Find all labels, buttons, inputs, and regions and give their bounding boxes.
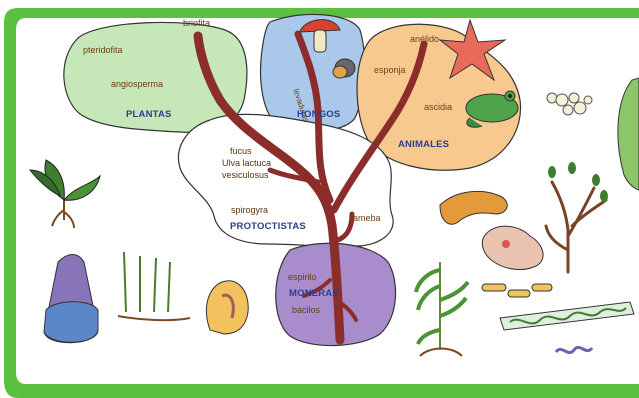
label-esponja: esponja <box>374 66 406 75</box>
group-protoctistas: PROTOCTISTAS <box>230 222 306 232</box>
label-ascidia: ascidia <box>424 103 452 112</box>
label-pteridofita: pteridofita <box>83 46 123 55</box>
group-moneras: MONERAS <box>289 289 339 299</box>
label-espirilo: espirilo <box>288 273 317 282</box>
label-anelido: anélido <box>410 35 439 44</box>
ascidian-icon <box>206 281 248 334</box>
label-ulva-lactuca: Ulva lactuca <box>222 158 271 169</box>
group-animales: ANIMALES <box>398 140 449 150</box>
label-fucus: fucus <box>230 146 252 157</box>
label-briofita: briofita <box>183 19 210 28</box>
label-angiosperma: angiosperma <box>111 80 163 89</box>
amoeba-nucleus-icon <box>502 240 510 248</box>
label-ameba: ameba <box>353 214 381 223</box>
label-spirogyra: spirogyra <box>231 205 268 216</box>
label-bacilos: bacilos <box>292 306 320 315</box>
group-plantas: PLANTAS <box>126 110 172 120</box>
label-vesiculosus: vesiculosus <box>222 170 269 181</box>
group-hongos: HONGOS <box>297 110 340 120</box>
